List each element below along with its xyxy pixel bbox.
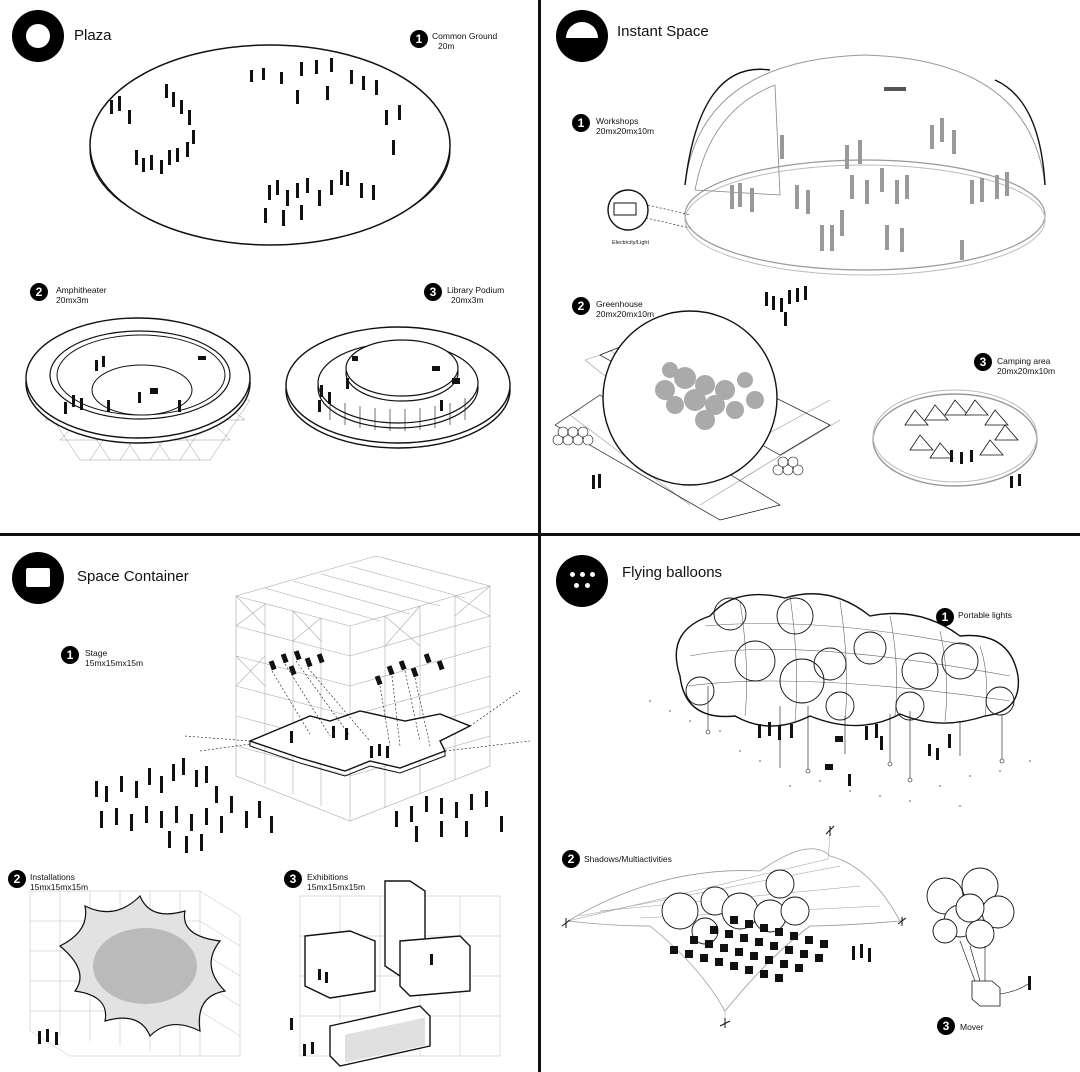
badge-2: 2 [572, 297, 590, 315]
vertical-divider [538, 0, 541, 1072]
ring-icon [12, 10, 64, 62]
badge-2: 2 [562, 850, 580, 868]
square-icon [12, 552, 64, 604]
space-container-panel: Space Container 1 Stage 15mx15mx15m 2 In… [0, 536, 540, 1072]
library-podium-label: Library Podium 20mx3m [447, 285, 505, 305]
instant-space-drawing [552, 54, 1046, 521]
badge-3: 3 [937, 1017, 955, 1035]
greenhouse-label: Greenhouse 20mx20mx10m [596, 299, 655, 319]
plaza-drawing [25, 44, 511, 461]
plaza-title: Plaza [74, 27, 112, 44]
common-ground-label: Common Ground 20m [432, 31, 498, 51]
instant-space-panel: Instant Space 1 Workshops 20mx20mx10m 2 … [540, 0, 1080, 536]
badge-1: 1 [410, 30, 428, 48]
portable-lights-label: Portable lights [958, 610, 1012, 620]
instant-space-title: Instant Space [617, 23, 709, 40]
badge-2: 2 [8, 870, 26, 888]
flying-balloons-panel: Flying balloons 1 Portable lights 2 Shad… [540, 536, 1080, 1072]
badge-3: 3 [974, 353, 992, 371]
installations-label: Installations 15mx15mx15m [30, 872, 89, 892]
workshops-label: Workshops 20mx20mx10m [596, 116, 655, 136]
exhibitions-label: Exhibitions 15mx15mx15m [307, 872, 366, 892]
flying-balloons-title: Flying balloons [622, 564, 723, 581]
camping-label: Camping area 20mx20mx10m [997, 356, 1056, 376]
badge-2: 2 [30, 283, 48, 301]
badge-1: 1 [936, 608, 954, 626]
dome-icon [556, 10, 608, 62]
badge-1: 1 [61, 646, 79, 664]
shadows-label: Shadows/Multiactivities [584, 854, 672, 864]
stage-label: Stage 15mx15mx15m [85, 648, 144, 668]
flying-balloons-drawing [561, 593, 1031, 1028]
mover-label: Mover [960, 1022, 984, 1032]
amphitheater-label: Amphitheater 20mx3m [56, 285, 107, 305]
badge-1: 1 [572, 114, 590, 132]
dots-icon [556, 555, 608, 607]
horizontal-divider [0, 533, 1080, 536]
electricity-callout-label: Electricity/Light [612, 240, 649, 246]
space-container-drawing [29, 555, 531, 1067]
badge-3: 3 [424, 283, 442, 301]
plaza-panel: Plaza 1 Common Ground 20m 2 Amphitheater… [0, 0, 540, 536]
badge-3: 3 [284, 870, 302, 888]
space-container-title: Space Container [77, 568, 189, 585]
